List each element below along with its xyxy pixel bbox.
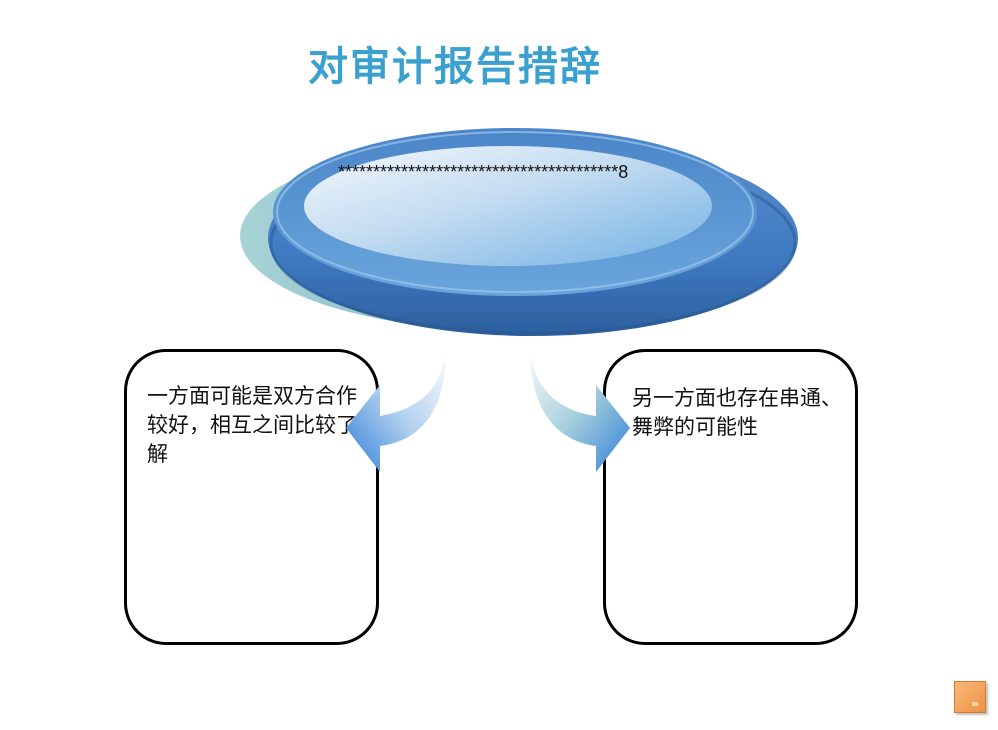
corner-badge-icon [954, 681, 986, 713]
disc-mid-highlight [276, 131, 754, 293]
right-box: 另一方面也存在串通、舞弊的可能性 [603, 349, 858, 645]
left-box: 一方面可能是双方合作较好，相互之间比较了解 [124, 349, 379, 645]
disc-text: ****************************************… [338, 162, 629, 182]
disc-inner-face [304, 146, 712, 266]
slide-title: 对审计报告措辞 [308, 44, 602, 90]
left-box-text: 一方面可能是双方合作较好，相互之间比较了解 [147, 384, 357, 466]
right-box-text: 另一方面也存在串通、舞弊的可能性 [632, 386, 842, 439]
